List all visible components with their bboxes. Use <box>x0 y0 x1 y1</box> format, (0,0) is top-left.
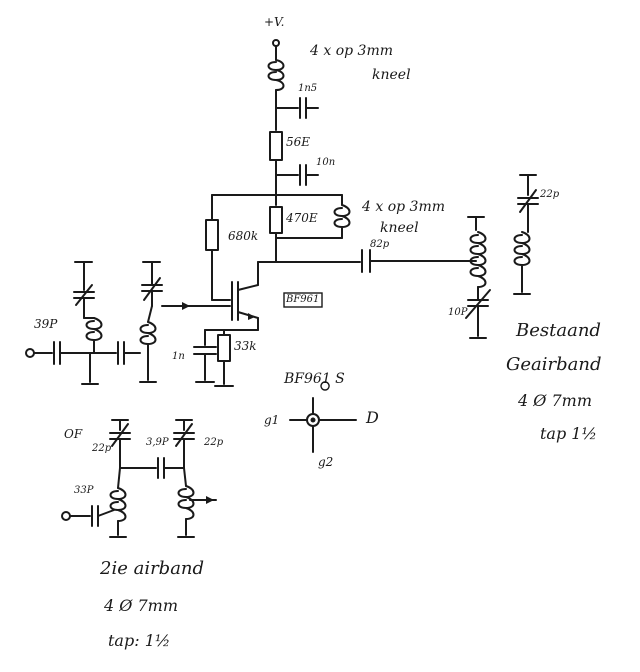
resistor-56e <box>269 131 283 161</box>
pinout-diagram <box>289 381 357 453</box>
secondary-trim-left-label: 22p <box>92 443 112 454</box>
resistor-470e <box>269 206 283 234</box>
secondary-band-note-line3: tap: 1½ <box>108 631 171 650</box>
input-network <box>25 261 163 385</box>
secondary-right-coil <box>177 485 195 520</box>
band-note-line4: tap 1½ <box>540 424 597 443</box>
drain-coil <box>333 204 351 239</box>
transistor-bf961 <box>161 281 323 331</box>
secondary-input-terminal <box>61 511 71 521</box>
output-coil <box>513 231 531 293</box>
band-note-line2: Geairband <box>506 354 602 375</box>
input-tank-coil <box>85 317 103 354</box>
resistor-470e-label: 470E <box>286 211 318 225</box>
pinout-g1-label: g1 <box>264 413 280 427</box>
pinout-title: BF961 S <box>284 371 345 387</box>
source-cap-1n-label: 1n <box>172 351 185 362</box>
input-cap-39p-label: 39P <box>34 317 58 331</box>
band-note-line1: Bestaand <box>516 320 601 341</box>
secondary-left-coil <box>109 487 127 522</box>
secondary-band-note-line2: 4 Ø 7mm <box>104 596 178 615</box>
output-coil-note-line2: kneel <box>380 220 419 236</box>
resistor-680k-label: 680k <box>228 229 259 243</box>
pinout-g2-label: g2 <box>318 455 334 469</box>
resistor-680k <box>205 219 219 251</box>
secondary-trim-right-label: 22p <box>204 437 224 448</box>
supply-coil-note-line1: 4 x op 3mm <box>310 43 394 59</box>
tank-cap-label: 10P <box>448 307 468 318</box>
secondary-coupling-cap-label: 3,9P <box>146 437 169 448</box>
output-network <box>465 174 539 339</box>
source-network <box>193 329 259 387</box>
gate-tank-coil <box>139 321 157 345</box>
resistor-33k <box>217 334 231 362</box>
supply-branch <box>211 39 343 206</box>
bias-network <box>205 194 231 301</box>
resistor-33k-label: 33k <box>234 339 257 353</box>
transistor-tag-label: BF961 <box>286 294 320 305</box>
output-tank-coil <box>469 231 487 288</box>
input-terminal <box>25 348 35 358</box>
output-trim-cap-label: 22p <box>540 189 560 200</box>
supply-coil-note-line2: kneel <box>372 67 411 83</box>
coupling-cap-82p-label: 82p <box>370 239 390 250</box>
drain-network <box>257 204 477 286</box>
supply-label: +V. <box>264 15 285 29</box>
resistor-56e-label: 56E <box>286 135 311 149</box>
output-coil-note-line1: 4 x op 3mm <box>362 199 446 215</box>
decoupling-cap-10n-label: 10n <box>316 157 336 168</box>
secondary-circuit <box>61 419 217 538</box>
secondary-band-note-line1: 2ie airband <box>100 558 205 579</box>
supply-coil <box>267 59 285 91</box>
secondary-input-cap-label: 33P <box>74 485 94 496</box>
decoupling-cap-1n5-label: 1n5 <box>298 83 318 94</box>
pinout-d-label: D <box>366 408 379 427</box>
band-note-line3: 4 Ø 7mm <box>518 391 592 410</box>
secondary-of-label: OF <box>64 427 83 441</box>
